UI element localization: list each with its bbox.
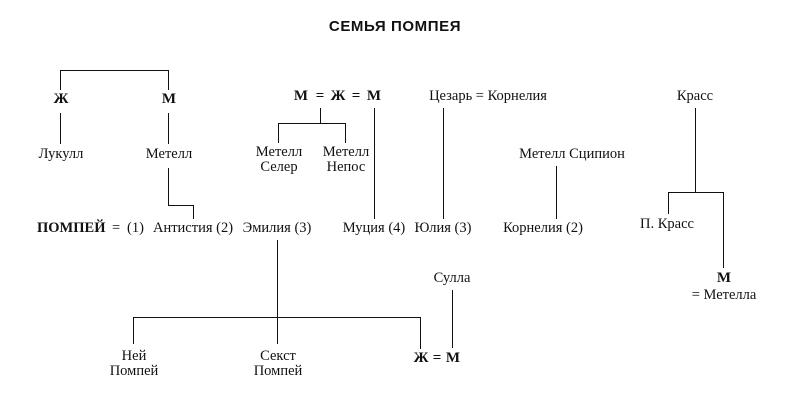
connector-metelli-bar <box>278 123 346 125</box>
node-trio-female: Ж <box>330 88 346 104</box>
node-metellus-scipio: Метелл Сципион <box>519 146 625 162</box>
node-trio-male-right: М <box>366 88 382 104</box>
node-wife-mucia: Муция (4) <box>342 220 406 236</box>
node-pompey-equals: = <box>112 220 121 236</box>
connector-trio-male-right-to-mucia <box>374 108 376 219</box>
node-wife-1-number: (1) <box>127 220 144 236</box>
node-trio-equals-left: = <box>315 88 325 104</box>
node-p-crassus: П. Красс <box>640 216 694 232</box>
connector-crassus-drop <box>695 108 697 193</box>
connector-crassus-children-bar <box>668 192 724 194</box>
node-caesar-cornelia: Цезарь = Корнелия <box>429 88 547 104</box>
node-left-male-symbol: М <box>161 91 177 107</box>
node-wife-antistia: Антистия (2) <box>152 220 234 236</box>
connector-metellus-drop <box>168 168 170 206</box>
connector-left-top-drop-female <box>60 70 62 90</box>
node-sulla-son-male: М <box>445 350 461 366</box>
node-metellus-celer: Метелл Селер <box>255 144 303 175</box>
node-sulla: Сулла <box>433 270 471 286</box>
node-sulla-marriage-equals: = <box>432 350 442 366</box>
node-gnaeus-pompey: Ней Помпей <box>109 348 159 379</box>
node-sulla-daughter-female: Ж <box>413 350 429 366</box>
connector-scipio-to-cornelia <box>556 166 558 219</box>
node-crassus-son-wife: = Метелла <box>691 287 757 303</box>
connector-sulla-to-son <box>452 290 454 348</box>
connector-metellus-to-antistia-bar <box>168 205 194 207</box>
connector-left-top-drop-male <box>168 70 170 90</box>
node-sextus-pompey: Секст Помпей <box>253 348 303 379</box>
connector-p-crassus-drop <box>668 192 670 214</box>
node-metellus: Метелл <box>145 146 193 162</box>
connector-gnaeus-drop <box>133 317 135 344</box>
page-title: СЕМЬЯ ПОМПЕЯ <box>328 18 462 35</box>
connector-sextus-drop <box>277 317 279 344</box>
node-left-female-symbol: Ж <box>53 91 69 107</box>
connector-celer-drop <box>278 123 280 143</box>
node-crassus-son-male: М <box>716 270 732 286</box>
connector-trio-drop <box>320 108 322 124</box>
node-metellus-nepos: Метелл Непос <box>322 144 370 175</box>
node-trio-equals-right: = <box>351 88 361 104</box>
node-wife-julia: Юлия (3) <box>414 220 472 236</box>
node-wife-cornelia: Корнелия (2) <box>503 220 583 236</box>
connector-antistia-drop <box>193 205 195 219</box>
connector-crassus-son-drop <box>723 192 725 268</box>
connector-aemilia-to-children <box>277 240 279 318</box>
connector-male-to-metellus <box>168 113 170 144</box>
connector-nepos-drop <box>345 123 347 143</box>
connector-left-top-bar <box>60 70 169 72</box>
node-trio-male-left: М <box>293 88 309 104</box>
node-wife-aemilia: Эмилия (3) <box>242 220 312 236</box>
node-lucullus: Лукулл <box>38 146 84 162</box>
node-pompey: ПОМПЕЙ <box>37 220 106 236</box>
connector-daughter-drop <box>420 317 422 349</box>
connector-female-to-lucullus <box>60 113 62 144</box>
connector-caesar-to-julia <box>443 108 445 219</box>
node-crassus: Красс <box>676 88 714 104</box>
